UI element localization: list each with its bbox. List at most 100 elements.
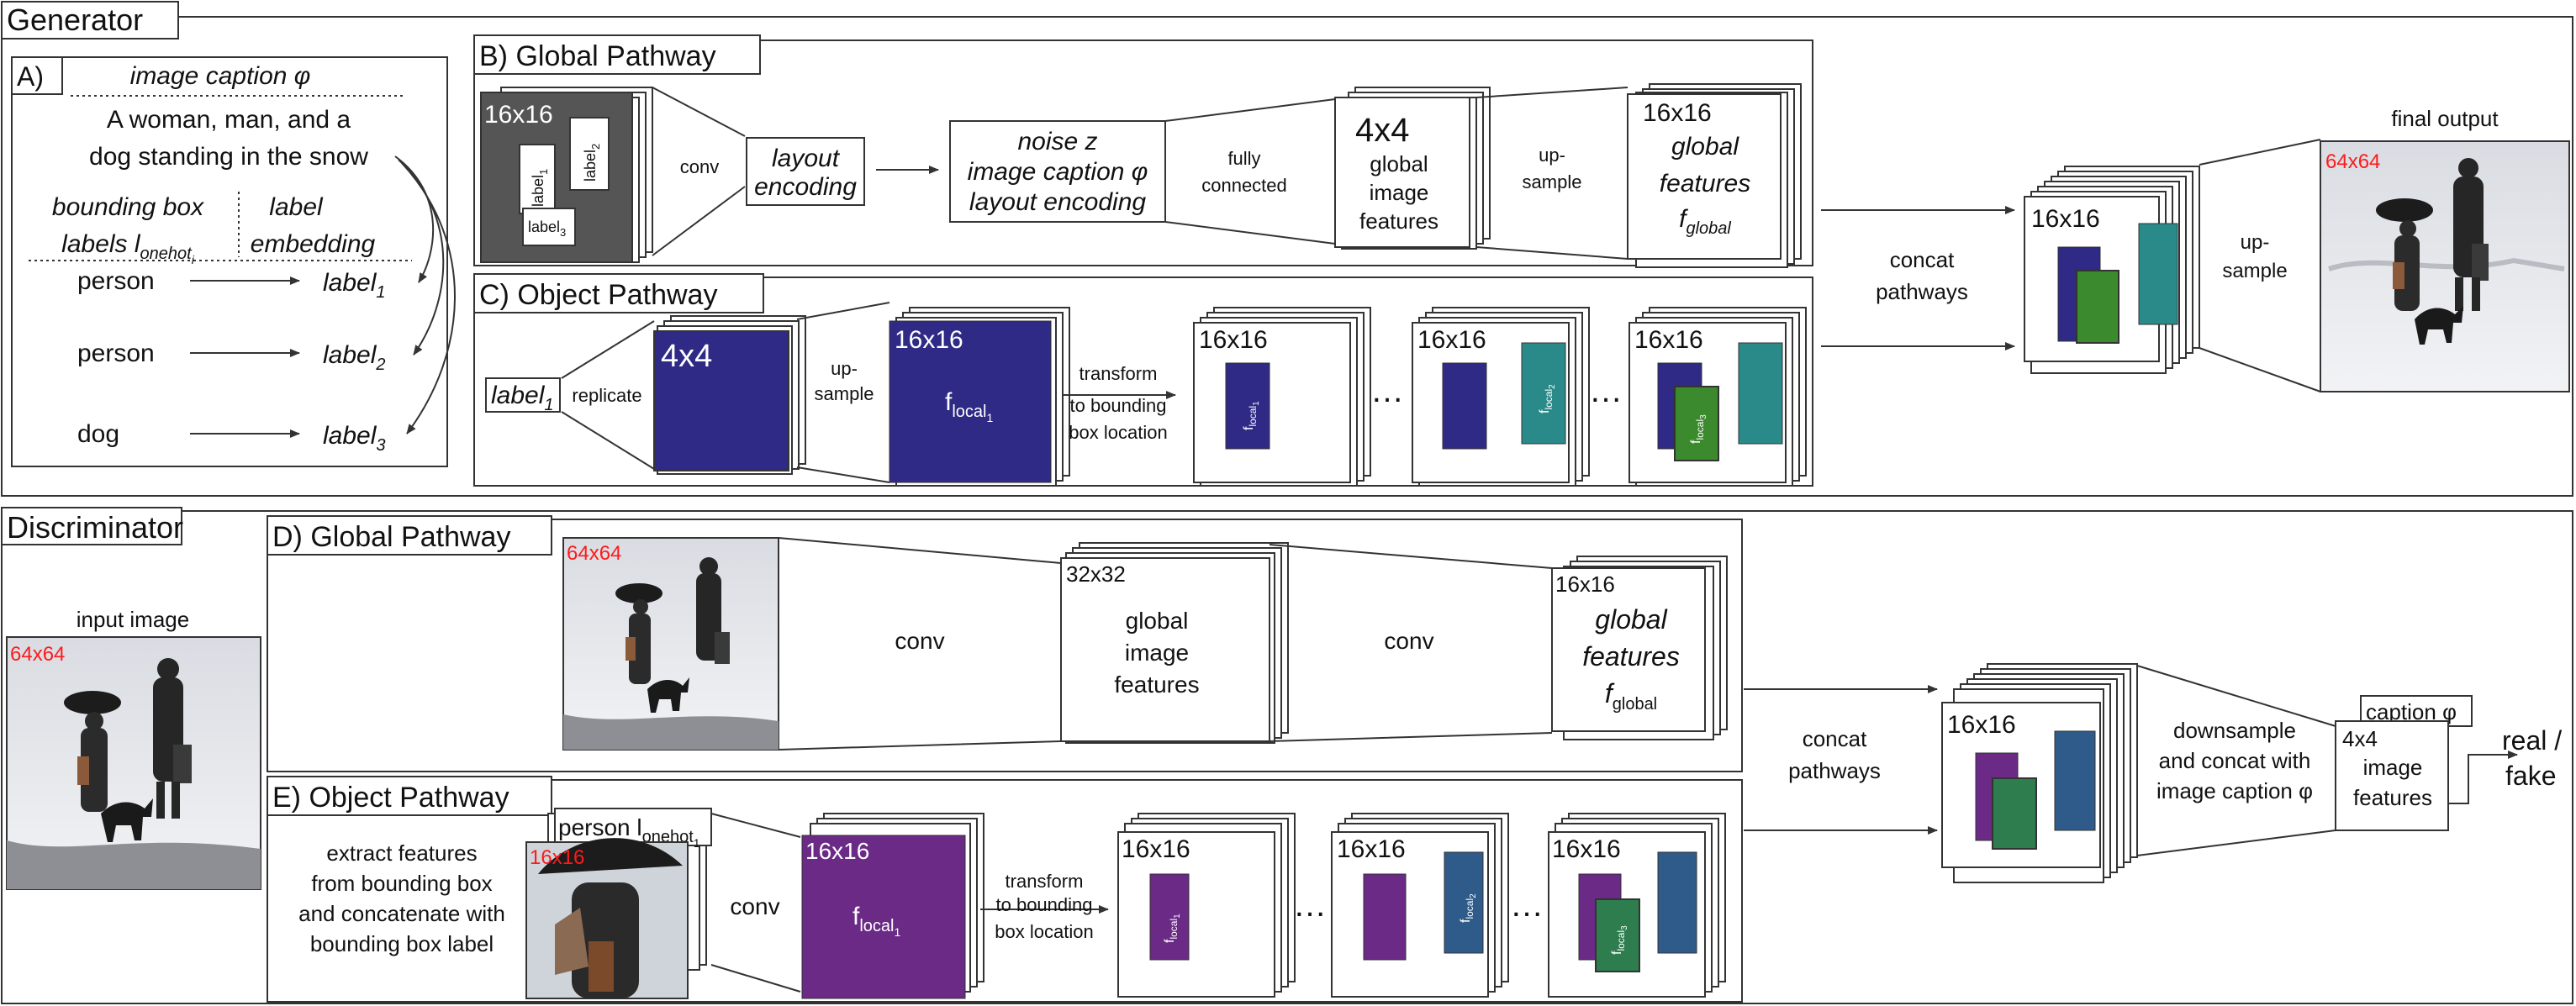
svg-text:flocal3: flocal3 — [1689, 414, 1708, 444]
fc-1: fully — [1227, 148, 1260, 169]
svg-text:flocal1: flocal1 — [1163, 914, 1182, 943]
d-g-size: 16x16 — [1555, 571, 1615, 597]
transform-c-2: to bounding — [1070, 395, 1167, 416]
row-3-label: label3 — [323, 422, 386, 455]
layout-label-2: label2 — [582, 144, 602, 182]
up-b-2: sample — [1523, 171, 1582, 192]
g16-l2: features — [1660, 170, 1750, 198]
d-conv-1: conv — [895, 628, 944, 654]
bbox-label-2: labels lonehoti — [61, 230, 195, 266]
extract-1: extract features — [326, 840, 477, 866]
up-c-2: sample — [815, 383, 874, 404]
d-g-l1: global — [1595, 604, 1667, 635]
discriminator-title: Discriminator — [7, 510, 183, 545]
obj-16x16 — [889, 320, 1052, 483]
obj-4x4-size: 4x4 — [661, 339, 712, 374]
gen-up-1: up- — [2241, 231, 2270, 254]
label1-box — [485, 377, 561, 413]
person-onehot: person lonehot1 — [558, 814, 700, 850]
canvas-e-3: 16x16 flocal3 — [1548, 813, 1726, 998]
input-image-label: input image — [77, 607, 189, 632]
panel-e-tag-box — [267, 776, 552, 816]
label-embedding-1: label — [269, 193, 324, 221]
canvas-c-1: 16x16 flocal1 — [1193, 307, 1371, 487]
real-label: real / — [2502, 725, 2562, 756]
generator-panel — [1, 16, 2573, 497]
transform-e-3: box location — [995, 921, 1093, 942]
dots-c-2: … — [1589, 372, 1623, 409]
person-onehot-box — [554, 808, 712, 846]
svg-text:16x16: 16x16 — [1199, 326, 1268, 354]
d-32x32 — [1060, 557, 1270, 742]
extract-2: from bounding box — [311, 871, 492, 896]
generator-title-box — [1, 1, 179, 40]
caption-line-2: dog standing in the snow — [89, 143, 368, 171]
dots-e-1: … — [1293, 887, 1327, 924]
fake-label: fake — [2505, 761, 2556, 791]
dis-concat-2: pathways — [1788, 758, 1881, 783]
svg-text:flocal3: flocal3 — [1610, 925, 1629, 955]
noise-line-3: layout encoding — [969, 188, 1146, 216]
transform-e-2: to bounding — [996, 894, 1093, 915]
obj-16x16-f: flocal1 — [945, 388, 993, 424]
transform-e-1: transform — [1006, 871, 1084, 892]
layout-input-size: 16x16 — [484, 101, 553, 129]
global-16x16-features — [1627, 93, 1782, 260]
svg-text:64x64: 64x64 — [567, 542, 621, 565]
e-o16-f: flocal1 — [853, 903, 900, 939]
final-output-label: final output — [2391, 106, 2499, 131]
label-embedding-2: embedding — [251, 230, 376, 258]
d-16x16 — [1551, 567, 1706, 732]
f4-box — [2335, 720, 2449, 831]
ds-1: downsample — [2173, 718, 2296, 743]
d-conv-2: conv — [1384, 628, 1433, 654]
extract-4: bounding box label — [310, 931, 494, 956]
dots-c-1: … — [1370, 372, 1404, 409]
d-g-f: fglobal — [1605, 678, 1657, 714]
final-output-image: 64x64 — [2320, 140, 2570, 392]
canvas-c-2: 16x16 flocal2 — [1412, 307, 1590, 487]
d-m-l2: image — [1125, 640, 1189, 666]
noise-line-1: noise z — [1017, 128, 1097, 155]
gen-output-stack: 16x16 — [2024, 166, 2200, 374]
panel-b-tag: B) Global Pathway — [479, 40, 716, 72]
canvas-c-3: 16x16 flocal3 — [1628, 307, 1807, 487]
svg-text:16x16: 16x16 — [1417, 326, 1486, 354]
layout-encoding-2: encoding — [754, 173, 857, 201]
label1-text: label1 — [491, 382, 554, 414]
caption-title: image caption φ — [130, 62, 311, 90]
canvas-e-2: 16x16 flocal2 — [1331, 813, 1509, 998]
d-g-l2: features — [1582, 641, 1680, 672]
row-2-label: label2 — [323, 341, 386, 374]
ds-3: image caption φ — [2156, 778, 2313, 803]
panel-c-tag-box — [473, 273, 764, 313]
discriminator-panel — [1, 510, 2573, 1004]
noise-line-2: image caption φ — [968, 158, 1148, 186]
layout-encoding-1: layout — [772, 145, 841, 172]
panel-d-tag: D) Global Pathway — [272, 521, 510, 553]
row-1-label: label1 — [323, 269, 386, 302]
input-image: 64x64 — [6, 636, 261, 890]
f4-l1: image — [2363, 755, 2423, 780]
svg-text:16x16: 16x16 — [2031, 205, 2100, 233]
svg-text:flocal1: flocal1 — [1242, 401, 1261, 430]
panel-a-tag-box — [11, 56, 63, 95]
panel-d-tag-box — [267, 515, 552, 556]
f4-l2: features — [2353, 785, 2432, 810]
gen-up-2: sample — [2222, 260, 2287, 282]
global-4x4-features — [1334, 97, 1470, 248]
obj-4x4 — [653, 330, 789, 471]
ds-2: and concat with — [2159, 748, 2311, 773]
row-2-name: person — [77, 340, 155, 367]
svg-text:flocal2: flocal2 — [1538, 384, 1557, 413]
gen-concat-2: pathways — [1876, 279, 1968, 304]
e-obj-16x16 — [801, 835, 966, 999]
e-o16-size: 16x16 — [805, 838, 869, 864]
up-b-1: up- — [1539, 145, 1565, 166]
panel-e-tag: E) Object Pathway — [272, 782, 509, 814]
svg-text:16x16: 16x16 — [1634, 326, 1703, 354]
conv-b: conv — [680, 156, 719, 177]
svg-text:16x16: 16x16 — [1122, 835, 1190, 863]
